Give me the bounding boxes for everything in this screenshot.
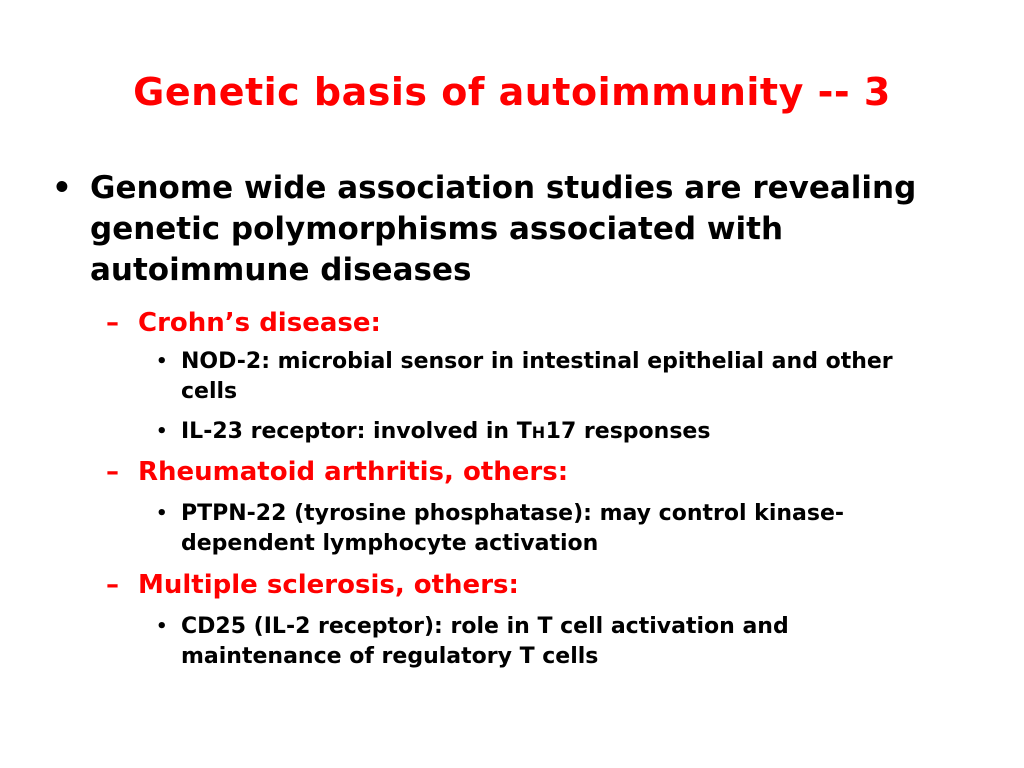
disease-label: Rheumatoid arthritis, others:: [138, 457, 569, 487]
bullet-marker: •: [156, 351, 168, 372]
main-bullet: • Genome wide association studies are re…: [52, 168, 932, 291]
sub-bullet-il23: • IL-23 receptor: involved in TH17 respo…: [156, 417, 936, 448]
il23-smallcap: H: [531, 423, 546, 442]
sub-bullet-ptpn22: • PTPN-22 (tyrosine phosphatase): may co…: [156, 499, 936, 559]
slide-title: Genetic basis of autoimmunity -- 3: [133, 70, 891, 114]
sub-bullet-text: PTPN-22 (tyrosine phosphatase): may cont…: [181, 501, 845, 556]
il23-suffix: 17 responses: [545, 419, 711, 444]
sub-bullet-nod2: • NOD-2: microbial sensor in intestinal …: [156, 347, 936, 407]
bullet-marker: •: [156, 616, 168, 637]
disease-crohns: – Crohn’s disease:: [106, 306, 926, 340]
bullet-marker: •: [156, 421, 168, 442]
sub-bullet-text: IL-23 receptor: involved in TH17 respons…: [181, 417, 936, 448]
sub-bullet-text: NOD-2: microbial sensor in intestinal ep…: [181, 349, 893, 404]
bullet-marker: •: [156, 503, 168, 524]
disease-label: Multiple sclerosis, others:: [138, 570, 519, 600]
disease-rheumatoid: – Rheumatoid arthritis, others:: [106, 455, 926, 489]
dash-marker: –: [106, 570, 119, 600]
bullet-marker: •: [52, 170, 72, 206]
sub-bullet-cd25: • CD25 (IL-2 receptor): role in T cell a…: [156, 612, 936, 672]
dash-marker: –: [106, 457, 119, 487]
disease-ms: – Multiple sclerosis, others:: [106, 568, 926, 602]
disease-label: Crohn’s disease:: [138, 308, 381, 338]
main-bullet-text: Genome wide association studies are reve…: [90, 170, 917, 288]
sub-bullet-text: CD25 (IL-2 receptor): role in T cell act…: [181, 614, 789, 669]
il23-prefix: IL-23 receptor: involved in T: [181, 419, 532, 444]
dash-marker: –: [106, 308, 119, 338]
